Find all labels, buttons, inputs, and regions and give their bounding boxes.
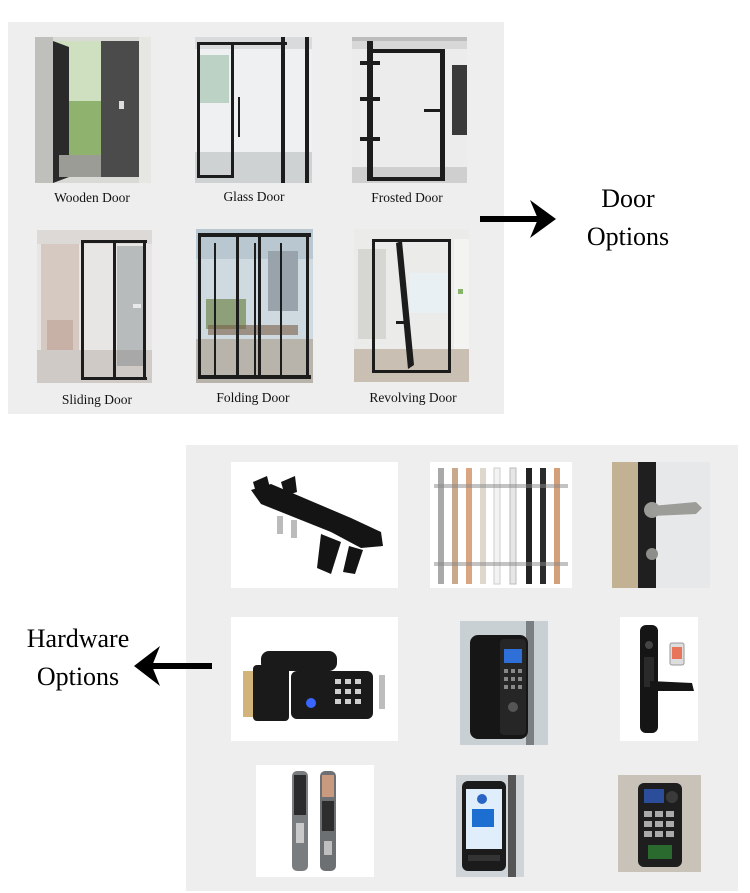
door-options-label: Door Options [568,180,688,256]
frosted-door-image [352,37,467,183]
hardware-options-label: Hardware Options [8,620,148,696]
glass-door-fingerprint-lock-icon [460,621,548,745]
lever-handle-image [612,462,710,588]
sliding-door-lock-icon [231,462,398,588]
fingerprint-terminal-image [618,775,701,872]
glass-door-image [195,37,312,183]
smart-lever-lock-image [231,617,398,741]
pull-handles-icon [430,462,572,588]
revolving-door-caption: Revolving Door [369,390,457,405]
revolving-door-image [354,229,469,382]
hardware-options-label-line1: Hardware [26,624,130,653]
video-smart-lock-image [256,765,374,877]
sliding-door-image [37,230,152,383]
arrow-left-icon [134,646,212,686]
frosted-door-caption: Frosted Door [371,190,443,205]
sliding-door-lock-image [231,462,398,588]
smart-mortise-lock-icon [620,617,698,741]
wooden-door-image [35,37,151,183]
glass-door-caption: Glass Door [223,189,285,204]
door-options-label-line2: Options [586,222,670,251]
wooden-door-caption: Wooden Door [54,190,130,205]
smart-lever-lock-icon [231,617,398,741]
lever-handle-icon [612,462,710,588]
folding-door-image [196,229,313,383]
sliding-door-caption: Sliding Door [61,392,133,407]
hardware-options-label-line2: Options [36,662,120,691]
arrow-right-icon [480,200,556,238]
door-options-label-line1: Door [601,184,655,213]
face-recognition-terminal-image [456,775,524,877]
folding-door-caption: Folding Door [216,390,290,405]
face-recognition-terminal-icon [456,775,524,877]
glass-door-fingerprint-lock-image [460,621,548,745]
video-smart-lock-icon [256,765,374,877]
fingerprint-terminal-icon [618,775,701,872]
pull-handles-image [430,462,572,588]
smart-mortise-lock-image [620,617,698,741]
